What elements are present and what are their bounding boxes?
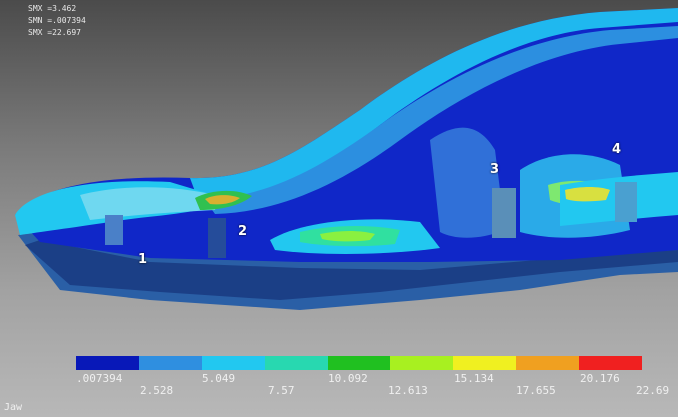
legend-swatch — [453, 356, 517, 370]
socket-1 — [105, 215, 123, 245]
socket-4 — [615, 182, 637, 222]
jaw-upper-rim-inner — [205, 26, 678, 214]
legend-tick: 20.176 — [580, 372, 620, 385]
zone-3-panel — [430, 127, 505, 238]
legend-tick: 22.69 — [636, 384, 670, 397]
legend-tick: 10.092 — [328, 372, 368, 385]
marker-1: 1 — [138, 252, 148, 267]
legend-swatch — [327, 356, 391, 370]
header-line-3: SMX =22.697 — [28, 28, 81, 37]
stress-zone-2-hot — [205, 195, 240, 205]
marker-2: 2 — [238, 224, 248, 239]
legend-tick: 15.134 — [454, 372, 494, 385]
legend-tick: 17.655 — [516, 384, 556, 397]
right-band-hot — [565, 187, 610, 202]
color-legend — [76, 356, 643, 370]
legend-swatch — [201, 356, 265, 370]
jaw-front-tip-light — [80, 187, 220, 220]
mid-patch-c — [320, 231, 375, 242]
view-label: Jaw — [4, 402, 23, 413]
header-line-1: SMX =3.462 — [28, 4, 77, 13]
legend-tick: .007394 — [76, 372, 123, 385]
jaw-upper-rim — [190, 8, 678, 205]
legend-swatch — [516, 356, 580, 370]
marker-4: 4 — [612, 142, 622, 157]
legend-swatch — [76, 356, 139, 370]
socket-2 — [208, 218, 226, 258]
legend-tick: 5.049 — [202, 372, 236, 385]
socket-3 — [492, 188, 516, 238]
jaw-base-dark — [25, 240, 678, 300]
legend-tick: 2.528 — [140, 384, 174, 397]
legend-swatch — [264, 356, 328, 370]
legend-swatch — [579, 356, 643, 370]
legend-tick: 12.613 — [388, 384, 428, 397]
legend-swatch — [138, 356, 202, 370]
legend-swatch — [390, 356, 454, 370]
header-line-2: SMN =.007394 — [28, 16, 86, 25]
legend-tick: 7.57 — [268, 384, 295, 397]
marker-3: 3 — [490, 162, 500, 177]
